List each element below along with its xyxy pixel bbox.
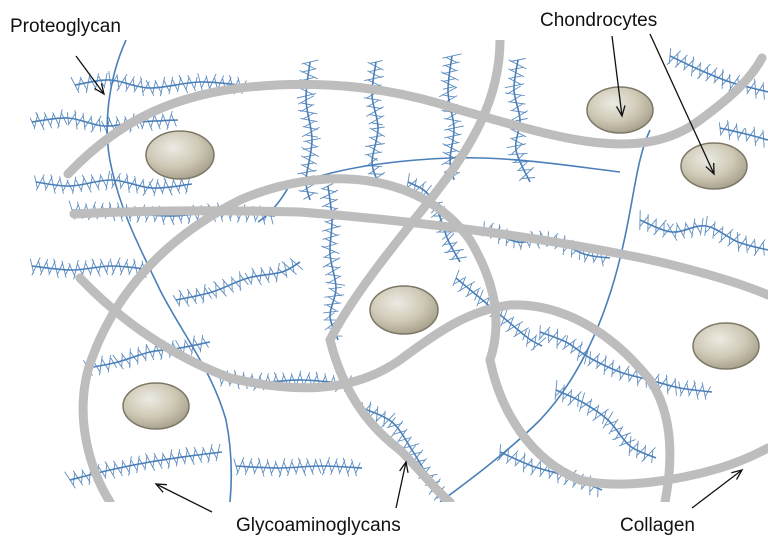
label-proteoglycan: Proteoglycan (10, 16, 121, 37)
label-arrow (396, 462, 408, 508)
matrix-area (30, 40, 768, 502)
chondrocyte-cell (123, 383, 189, 429)
glycoaminoglycan-chain (498, 445, 603, 497)
label-glycoaminoglycans: Glycoaminoglycans (236, 515, 401, 536)
glycoaminoglycan-chain (173, 258, 303, 306)
collagen-fibers (68, 40, 768, 502)
chondrocyte-cell (370, 286, 438, 334)
chondrocyte-cell (693, 323, 759, 369)
chondrocyte-cell (146, 131, 214, 179)
label-arrow (650, 34, 714, 174)
label-arrow (156, 484, 212, 512)
glycoaminoglycan-chain (30, 258, 152, 279)
glycoaminoglycan-chain (640, 211, 768, 256)
label-chondrocytes: Chondrocytes (540, 10, 657, 31)
glycoaminoglycan-chain (234, 457, 362, 477)
glycoaminoglycan-chain (719, 121, 768, 148)
label-collagen: Collagen (620, 515, 695, 536)
label-arrow (76, 56, 104, 94)
collagen-fiber (330, 40, 500, 502)
glycoaminoglycan-chain (555, 381, 656, 463)
chondrocyte-cell (587, 87, 653, 133)
